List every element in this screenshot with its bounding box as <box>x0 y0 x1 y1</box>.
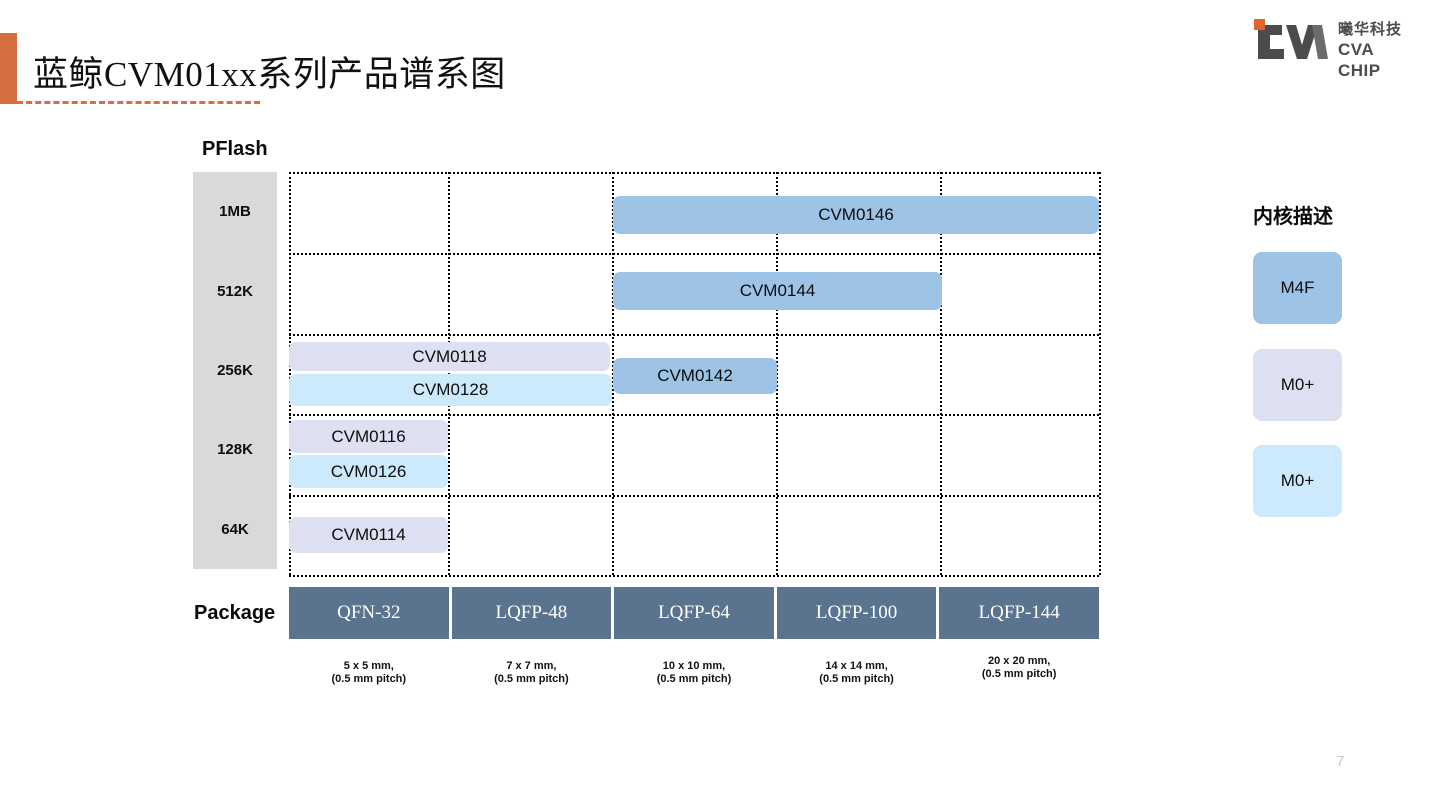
product-bar-cvm0142[interactable]: CVM0142 <box>613 358 777 394</box>
product-bar-label: CVM0118 <box>412 346 487 366</box>
pflash-tick-512k: 512K <box>217 282 253 300</box>
product-bar-label: CVM0144 <box>739 281 816 300</box>
grid-hline-5 <box>289 575 1099 577</box>
product-bar-label: CVM0126 <box>330 461 407 481</box>
grid-hline-2 <box>289 334 1099 336</box>
package-dimension-lqfp-144: 20 x 20 mm,(0.5 mm pitch) <box>981 655 1057 680</box>
product-bar-cvm0146[interactable]: CVM0146 <box>613 196 1099 234</box>
legend-swatch-label: M0+ <box>1280 471 1315 490</box>
product-bar-cvm0114[interactable]: CVM0114 <box>289 517 448 553</box>
brand-logo: 曦华科技 CVA CHIP <box>1252 19 1412 80</box>
grid-vline-0 <box>289 172 291 575</box>
page-title: 蓝鲸CVM01xx系列产品谱系图 <box>33 55 506 94</box>
logo-orange-square-icon <box>1254 19 1265 30</box>
product-bar-label: CVM0116 <box>331 426 406 446</box>
logo-company-name-en: CVA CHIP <box>1338 40 1381 80</box>
grid-hline-4 <box>289 495 1099 497</box>
grid-vline-5 <box>1099 172 1101 575</box>
pflash-scale-column: 1MB 512K 256K 128K 64K <box>193 172 277 569</box>
grid-vline-3 <box>776 172 778 575</box>
package-cell-lqfp-64[interactable]: LQFP-64 <box>614 587 774 639</box>
legend-swatch-1-m0plus: M0+ <box>1253 349 1342 421</box>
title-accent-bar <box>0 33 17 104</box>
package-dimension-lqfp-48: 7 x 7 mm,(0.5 mm pitch) <box>494 660 569 685</box>
grid-vline-4 <box>940 172 942 575</box>
package-dimension-lqfp-100: 14 x 14 mm,(0.5 mm pitch) <box>819 660 894 685</box>
pflash-tick-128k: 128K <box>217 441 253 459</box>
page-number: 7 <box>1336 753 1345 770</box>
pflash-tick-256k: 256K <box>217 362 253 380</box>
grid-hline-1 <box>289 253 1099 255</box>
grid-vline-1 <box>448 172 450 575</box>
package-dimensions-row: 5 x 5 mm,(0.5 mm pitch) 7 x 7 mm,(0.5 mm … <box>289 655 1099 695</box>
package-dimension-qfn-32: 5 x 5 mm,(0.5 mm pitch) <box>331 660 407 685</box>
product-bar-cvm0116[interactable]: CVM0116 <box>289 420 448 453</box>
product-bar-label: CVM0114 <box>331 525 406 544</box>
grid-hline-0 <box>289 172 1099 174</box>
package-cell-lqfp-48[interactable]: LQFP-48 <box>451 587 612 639</box>
package-cell-lqfp-144[interactable]: LQFP-144 <box>939 587 1099 639</box>
product-bar-label: CVM0146 <box>818 205 894 224</box>
legend-swatch-label: M4F <box>1280 278 1315 297</box>
pflash-tick-64k: 64K <box>221 520 249 538</box>
grid-hline-3 <box>289 414 1099 416</box>
legend-swatch-0-m4f: M4F <box>1253 252 1342 324</box>
cva-logo-mark-icon <box>1252 19 1328 63</box>
legend-swatch-label: M0+ <box>1280 375 1315 394</box>
product-bar-cvm0128[interactable]: CVM0128 <box>289 374 612 406</box>
package-cell-qfn-32[interactable]: QFN-32 <box>289 587 449 639</box>
logo-text: 曦华科技 CVA CHIP <box>1338 20 1412 81</box>
legend-swatch-2-m0plus: M0+ <box>1253 445 1342 517</box>
title-underline-divider <box>17 101 260 104</box>
logo-company-name-cn: 曦华科技 <box>1338 21 1403 38</box>
pflash-tick-1mb: 1MB <box>219 203 251 221</box>
product-bar-label: CVM0128 <box>412 380 489 399</box>
package-axis-title: Package <box>194 602 276 624</box>
product-bar-cvm0144[interactable]: CVM0144 <box>613 272 942 310</box>
package-dimension-lqfp-64: 10 x 10 mm,(0.5 mm pitch) <box>656 660 732 685</box>
package-cell-lqfp-100[interactable]: LQFP-100 <box>776 587 937 639</box>
legend-title: 内核描述 <box>1253 206 1333 228</box>
product-bar-cvm0118[interactable]: CVM0118 <box>289 342 610 371</box>
product-bar-cvm0126[interactable]: CVM0126 <box>289 455 448 488</box>
pflash-axis-title: PFlash <box>202 138 268 160</box>
product-bar-label: CVM0142 <box>657 366 733 385</box>
